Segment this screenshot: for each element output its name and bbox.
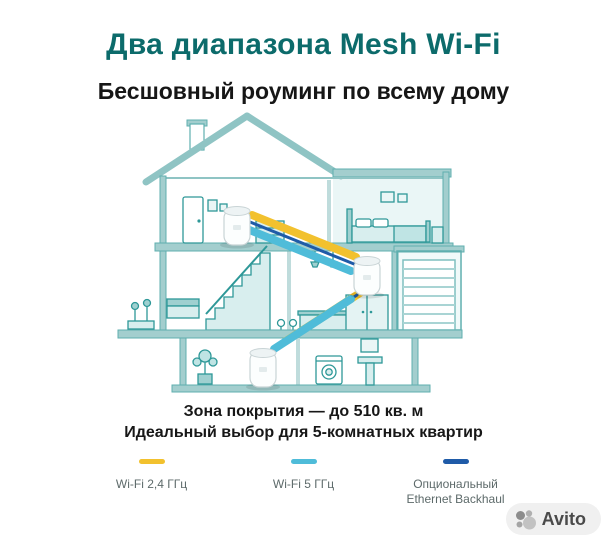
roof <box>142 112 452 186</box>
avito-watermark: Avito <box>505 503 601 535</box>
pillow <box>372 218 389 228</box>
page-title: Два диапазона Mesh Wi-Fi <box>106 28 501 61</box>
basement-furniture <box>192 338 383 386</box>
coverage-line-2: Идеальный выбор для 5-комнатных квартир <box>124 424 483 441</box>
door <box>182 196 204 244</box>
beam-5ghz <box>243 225 355 275</box>
beam-24ghz <box>248 211 360 261</box>
wifi-5ghz-swatch <box>290 459 317 464</box>
mesh-router-bottom <box>246 348 280 391</box>
pillow <box>355 218 372 228</box>
bar-stool <box>288 318 298 328</box>
page-subtitle: Бесшовный роуминг по всему дому <box>97 78 510 104</box>
porch-flowers <box>127 298 155 330</box>
coverage-text: Зона покрытия — до 510 кв. м Идеальный в… <box>0 401 607 443</box>
wifi-beam-2 <box>270 287 367 353</box>
wifi-24ghz-swatch <box>138 459 165 464</box>
mesh-router-top <box>220 206 254 249</box>
wifi-beam-1 <box>243 211 360 275</box>
wall-art <box>380 191 395 203</box>
plant <box>198 349 212 363</box>
legend-label: Wi-Fi 5 ГГц <box>272 477 335 491</box>
garage <box>393 245 465 331</box>
legend-label: Wi-Fi 2,4 ГГц <box>115 477 188 491</box>
bar-stool <box>276 318 286 328</box>
sofa <box>166 305 200 319</box>
first-floor-furniture <box>166 245 389 331</box>
bed-headboard <box>346 208 353 244</box>
legend: Wi-Fi 2,4 ГГц Wi-Fi 5 ГГц Опциональный E… <box>0 459 607 507</box>
legend-item-wifi-5: Wi-Fi 5 ГГц <box>228 459 380 507</box>
wall-art <box>397 193 408 203</box>
legend-label: Опциональный Ethernet Backhaul <box>406 477 505 506</box>
plant-pot <box>197 373 213 385</box>
mesh-router-middle <box>350 256 384 299</box>
ethernet-backhaul-swatch <box>442 459 469 464</box>
coverage-line-1: Зона покрытия — до 510 кв. м <box>183 403 424 420</box>
sofa-back <box>166 298 200 307</box>
pendant-lamp <box>310 261 320 268</box>
legend-item-ethernet: Опциональный Ethernet Backhaul <box>380 459 532 507</box>
stairs <box>205 252 271 331</box>
avito-watermark-label: Avito <box>541 508 586 529</box>
legend-item-wifi-24: Wi-Fi 2,4 ГГц <box>76 459 228 507</box>
nightstand <box>431 226 444 244</box>
mirror <box>360 338 379 353</box>
avito-logo-icon <box>515 510 536 530</box>
beam-5ghz <box>270 295 355 353</box>
beam-ethernet <box>248 220 356 266</box>
sink <box>357 356 383 364</box>
